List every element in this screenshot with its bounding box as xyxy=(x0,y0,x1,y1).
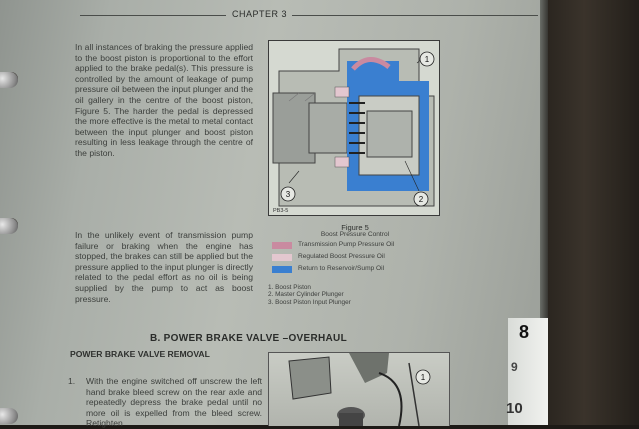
photo-callout-1: 1 xyxy=(421,373,426,382)
figure-title: Figure 5 xyxy=(341,223,369,232)
parts-list-item: 2. Master Cylinder Plunger xyxy=(268,291,344,299)
legend-swatch xyxy=(272,266,292,273)
figure-5-diagram: 1 2 3 PB3-5 xyxy=(268,40,440,216)
tab-10[interactable]: 10 xyxy=(506,400,523,417)
body-paragraph-1: In all instances of braking the pressure… xyxy=(75,42,253,158)
page-edge xyxy=(540,0,550,425)
removal-photo: 1 xyxy=(268,352,450,426)
parts-list-item: 3. Boost Piston Input Plunger xyxy=(268,298,351,306)
binder-cover xyxy=(548,0,639,425)
header-rule-right xyxy=(292,15,538,16)
header-rule-left xyxy=(80,15,226,16)
legend-label: Regulated Boost Pressure Oil xyxy=(298,253,385,260)
tab-9[interactable]: 9 xyxy=(511,360,518,374)
divider-tabs xyxy=(508,318,548,425)
figure-code: PB3-5 xyxy=(273,208,288,214)
binder-ring xyxy=(0,408,18,424)
legend-swatch xyxy=(272,254,292,261)
parts-list-item: 1. Boost Piston xyxy=(268,284,311,291)
figure-subtitle: Boost Pressure Control xyxy=(320,231,390,238)
parts-list: 1. Boost Piston 2. Master Cylinder Plung… xyxy=(268,284,351,306)
subsection-heading: POWER BRAKE VALVE REMOVAL xyxy=(70,349,210,359)
callout-1: 1 xyxy=(425,55,430,64)
legend-label: Transmission Pump Pressure Oil xyxy=(298,241,395,248)
brake-valve-photo: 1 xyxy=(288,353,431,426)
section-heading: B. POWER BRAKE VALVE –OVERHAUL xyxy=(150,333,347,344)
callout-2: 2 xyxy=(419,195,424,204)
binder-ring xyxy=(0,218,18,234)
chapter-heading: CHAPTER 3 xyxy=(232,9,288,19)
callout-3: 3 xyxy=(286,190,291,199)
tab-8[interactable]: 8 xyxy=(519,322,530,342)
boost-valve-cutaway: 1 2 3 PB3-5 xyxy=(269,41,439,215)
body-paragraph-2: In the unlikely event of transmission pu… xyxy=(75,230,253,304)
step-text: With the engine switched off unscrew the… xyxy=(86,376,262,429)
legend-swatch xyxy=(272,242,292,249)
legend-label: Return to Reservoir/Sump Oil xyxy=(298,265,385,272)
binder-ring xyxy=(0,72,18,88)
step-number: 1. xyxy=(68,376,76,386)
